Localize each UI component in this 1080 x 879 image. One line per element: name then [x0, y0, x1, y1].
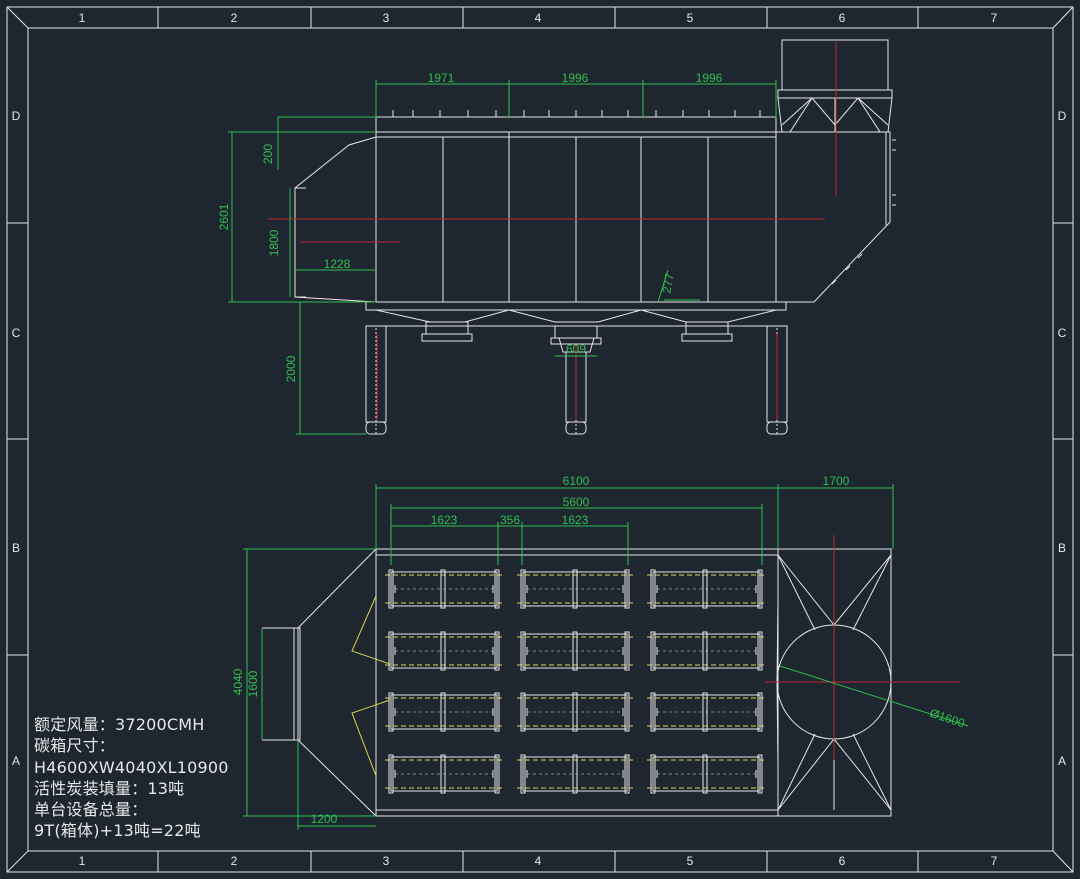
column-label: 7: [991, 11, 998, 25]
row-label: C: [12, 326, 21, 340]
dim-label: 1623: [431, 513, 458, 527]
column-label: 7: [991, 854, 998, 868]
dim-label: 1228: [324, 257, 351, 271]
row-label: D: [12, 109, 21, 123]
dim-label: 2000: [284, 355, 298, 382]
carbon-trays: [385, 569, 766, 794]
spec-notes: 额定风量：37200CMH 碳箱尺寸： H4600XW4040XL10900 活…: [34, 714, 229, 842]
dim-label: 1996: [696, 71, 723, 85]
total-weight-label: 单台设备总量：: [34, 800, 148, 820]
column-label: 3: [383, 854, 390, 868]
carbon-tray: [647, 631, 766, 671]
dim-label: 5600: [563, 495, 590, 509]
column-label: 1: [79, 11, 86, 25]
column-label: 4: [535, 11, 542, 25]
dim-label: 6100: [563, 474, 590, 488]
carbon-tray: [647, 692, 766, 732]
total-weight-value: 9T(箱体)+13吨=22吨: [34, 821, 201, 841]
elevation-centerlines: [268, 42, 837, 420]
dim-label: 1200: [311, 812, 338, 826]
row-label: D: [1058, 109, 1067, 123]
column-label: 4: [535, 854, 542, 868]
carbon-fill: 活性炭装填量：13吨: [34, 778, 185, 798]
carbon-tray: [385, 631, 503, 671]
box-size-label: 碳箱尺寸：: [34, 736, 116, 756]
column-label: 6: [839, 11, 846, 25]
dim-label: 1600: [246, 670, 260, 697]
column-label: 2: [231, 854, 238, 868]
plan-dimensions: [243, 484, 969, 830]
dim-label: 277: [659, 272, 676, 294]
elevation-view: [294, 39, 896, 435]
column-label: 1: [79, 854, 86, 868]
drawing-frame: [6, 6, 1074, 873]
elevation-dimensions: [228, 80, 777, 435]
carbon-tray: [385, 754, 503, 794]
carbon-tray: [385, 692, 503, 732]
dim-label: 1800: [267, 229, 281, 256]
carbon-tray: [647, 569, 766, 609]
plan-centerlines: [765, 535, 960, 760]
box-size-value: H4600XW4040XL10900: [34, 757, 229, 777]
row-label: B: [12, 541, 20, 555]
row-label: B: [1058, 541, 1066, 555]
carbon-tray: [385, 569, 503, 609]
dim-label: 1971: [428, 71, 455, 85]
frame-labels: 1 2 3 4 5 6 7 1 2 3 4 5 6 7 D C B A D C …: [12, 11, 1067, 868]
dim-label: 1996: [562, 71, 589, 85]
dim-label: 2601: [217, 203, 231, 230]
row-label: A: [12, 754, 20, 768]
carbon-tray: [517, 754, 633, 794]
dim-label: 4040: [231, 668, 245, 695]
column-label: 5: [687, 854, 694, 868]
carbon-tray: [517, 569, 633, 609]
dim-label: 356: [500, 513, 520, 527]
row-label: C: [1058, 326, 1067, 340]
column-label: 3: [383, 11, 390, 25]
carbon-tray: [647, 754, 766, 794]
dim-label: 1700: [823, 474, 850, 488]
plan-dimension-labels: 6100 1700 5600 1623 356 1623 4040 1600 1…: [231, 474, 967, 826]
dim-label: 609: [566, 342, 586, 356]
rated-airflow: 额定风量：37200CMH: [34, 715, 205, 734]
column-label: 2: [231, 11, 238, 25]
dim-label: Ø1600: [928, 706, 967, 731]
dim-label: 1623: [562, 513, 589, 527]
dim-label: 200: [261, 144, 275, 164]
carbon-tray: [517, 631, 633, 671]
inlet-guide: [351, 595, 391, 777]
column-label: 5: [687, 11, 694, 25]
elevation-dimension-labels: 1971 1996 1996 200 2601 1800 1228 277 60…: [217, 71, 723, 382]
row-label: A: [1058, 754, 1066, 768]
column-label: 6: [839, 854, 846, 868]
carbon-tray: [517, 692, 633, 732]
